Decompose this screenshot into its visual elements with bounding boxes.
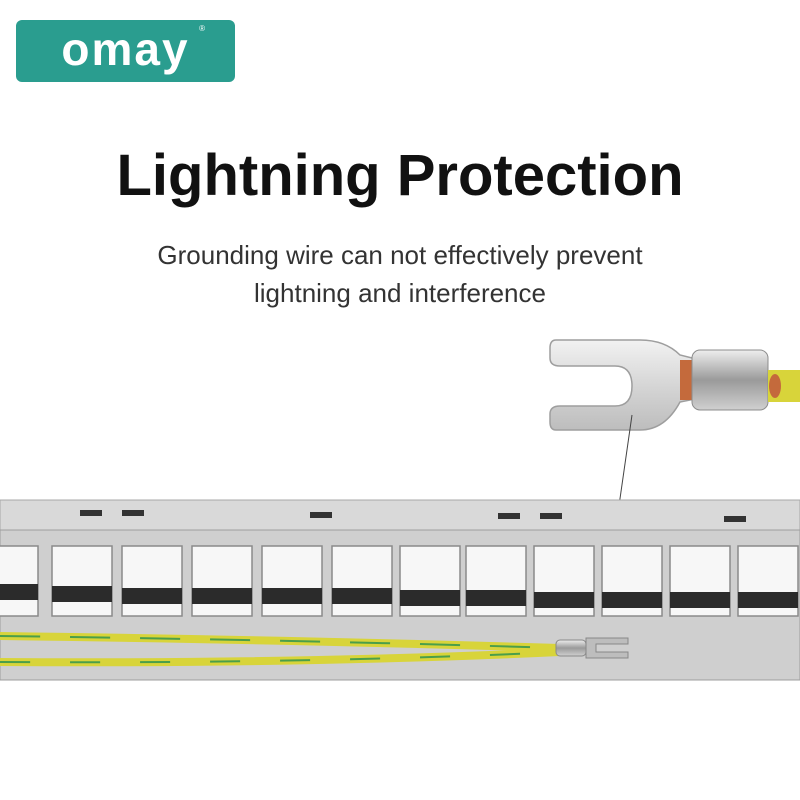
page-subtitle: Grounding wire can not effectively preve… bbox=[0, 236, 800, 312]
subtitle-line-2: lightning and interference bbox=[254, 278, 546, 308]
fork-terminal-detail bbox=[549, 339, 800, 431]
grounding-wires bbox=[0, 632, 561, 667]
patch-panel bbox=[0, 499, 800, 681]
registered-mark: ® bbox=[199, 24, 205, 33]
fork-terminal-installed bbox=[555, 637, 629, 659]
port-jacks bbox=[0, 584, 798, 608]
brand-logo: omay ® bbox=[16, 20, 235, 82]
product-illustration bbox=[0, 339, 800, 681]
subtitle-line-1: Grounding wire can not effectively preve… bbox=[157, 240, 643, 270]
brand-logo-text: omay bbox=[61, 23, 190, 75]
page-title: Lightning Protection bbox=[116, 143, 684, 208]
